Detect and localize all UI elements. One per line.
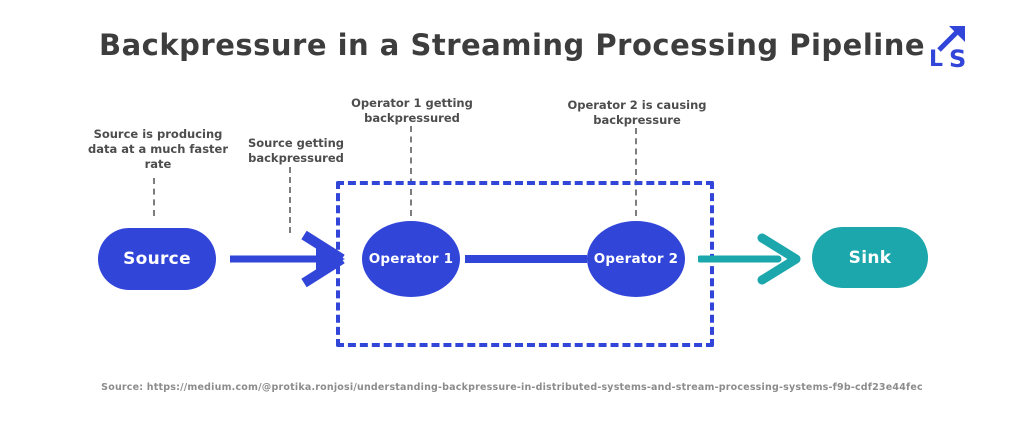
source-to-operators-arrow-icon <box>230 230 345 288</box>
operators-to-sink-arrow-icon <box>698 233 801 285</box>
leader-line-operator1 <box>410 126 412 216</box>
annotation-source-rate: Source is producing data at a much faste… <box>87 127 229 171</box>
page-title: Backpressure in a Streaming Processing P… <box>98 28 926 62</box>
operator1-node: Operator 1 <box>362 221 460 297</box>
logo-letter-s: S <box>949 45 966 68</box>
leader-line-source-backpressure <box>289 167 291 233</box>
annotation-operator1-backpressure: Operator 1 getting backpressured <box>351 96 473 125</box>
ls-logo: L S <box>929 26 966 68</box>
source-node: Source <box>98 228 216 290</box>
annotation-source-backpressure: Source getting backpressured <box>247 136 345 165</box>
leader-line-source <box>153 178 155 216</box>
operator1-node-label: Operator 1 <box>368 251 454 267</box>
operator2-node-label: Operator 2 <box>593 251 679 267</box>
sink-node: Sink <box>812 227 928 288</box>
sink-node-label: Sink <box>848 247 892 268</box>
annotation-operator2-backpressure: Operator 2 is causing backpressure <box>567 98 707 127</box>
up-right-arrow-icon <box>937 26 965 52</box>
source-attribution: Source: https://medium.com/@protika.ronj… <box>101 382 923 393</box>
logo-letter-l: L <box>929 47 943 68</box>
source-node-label: Source <box>123 249 191 269</box>
leader-line-operator2 <box>635 128 637 216</box>
operator2-node: Operator 2 <box>587 221 685 297</box>
operator1-to-operator2-connector <box>465 255 587 263</box>
